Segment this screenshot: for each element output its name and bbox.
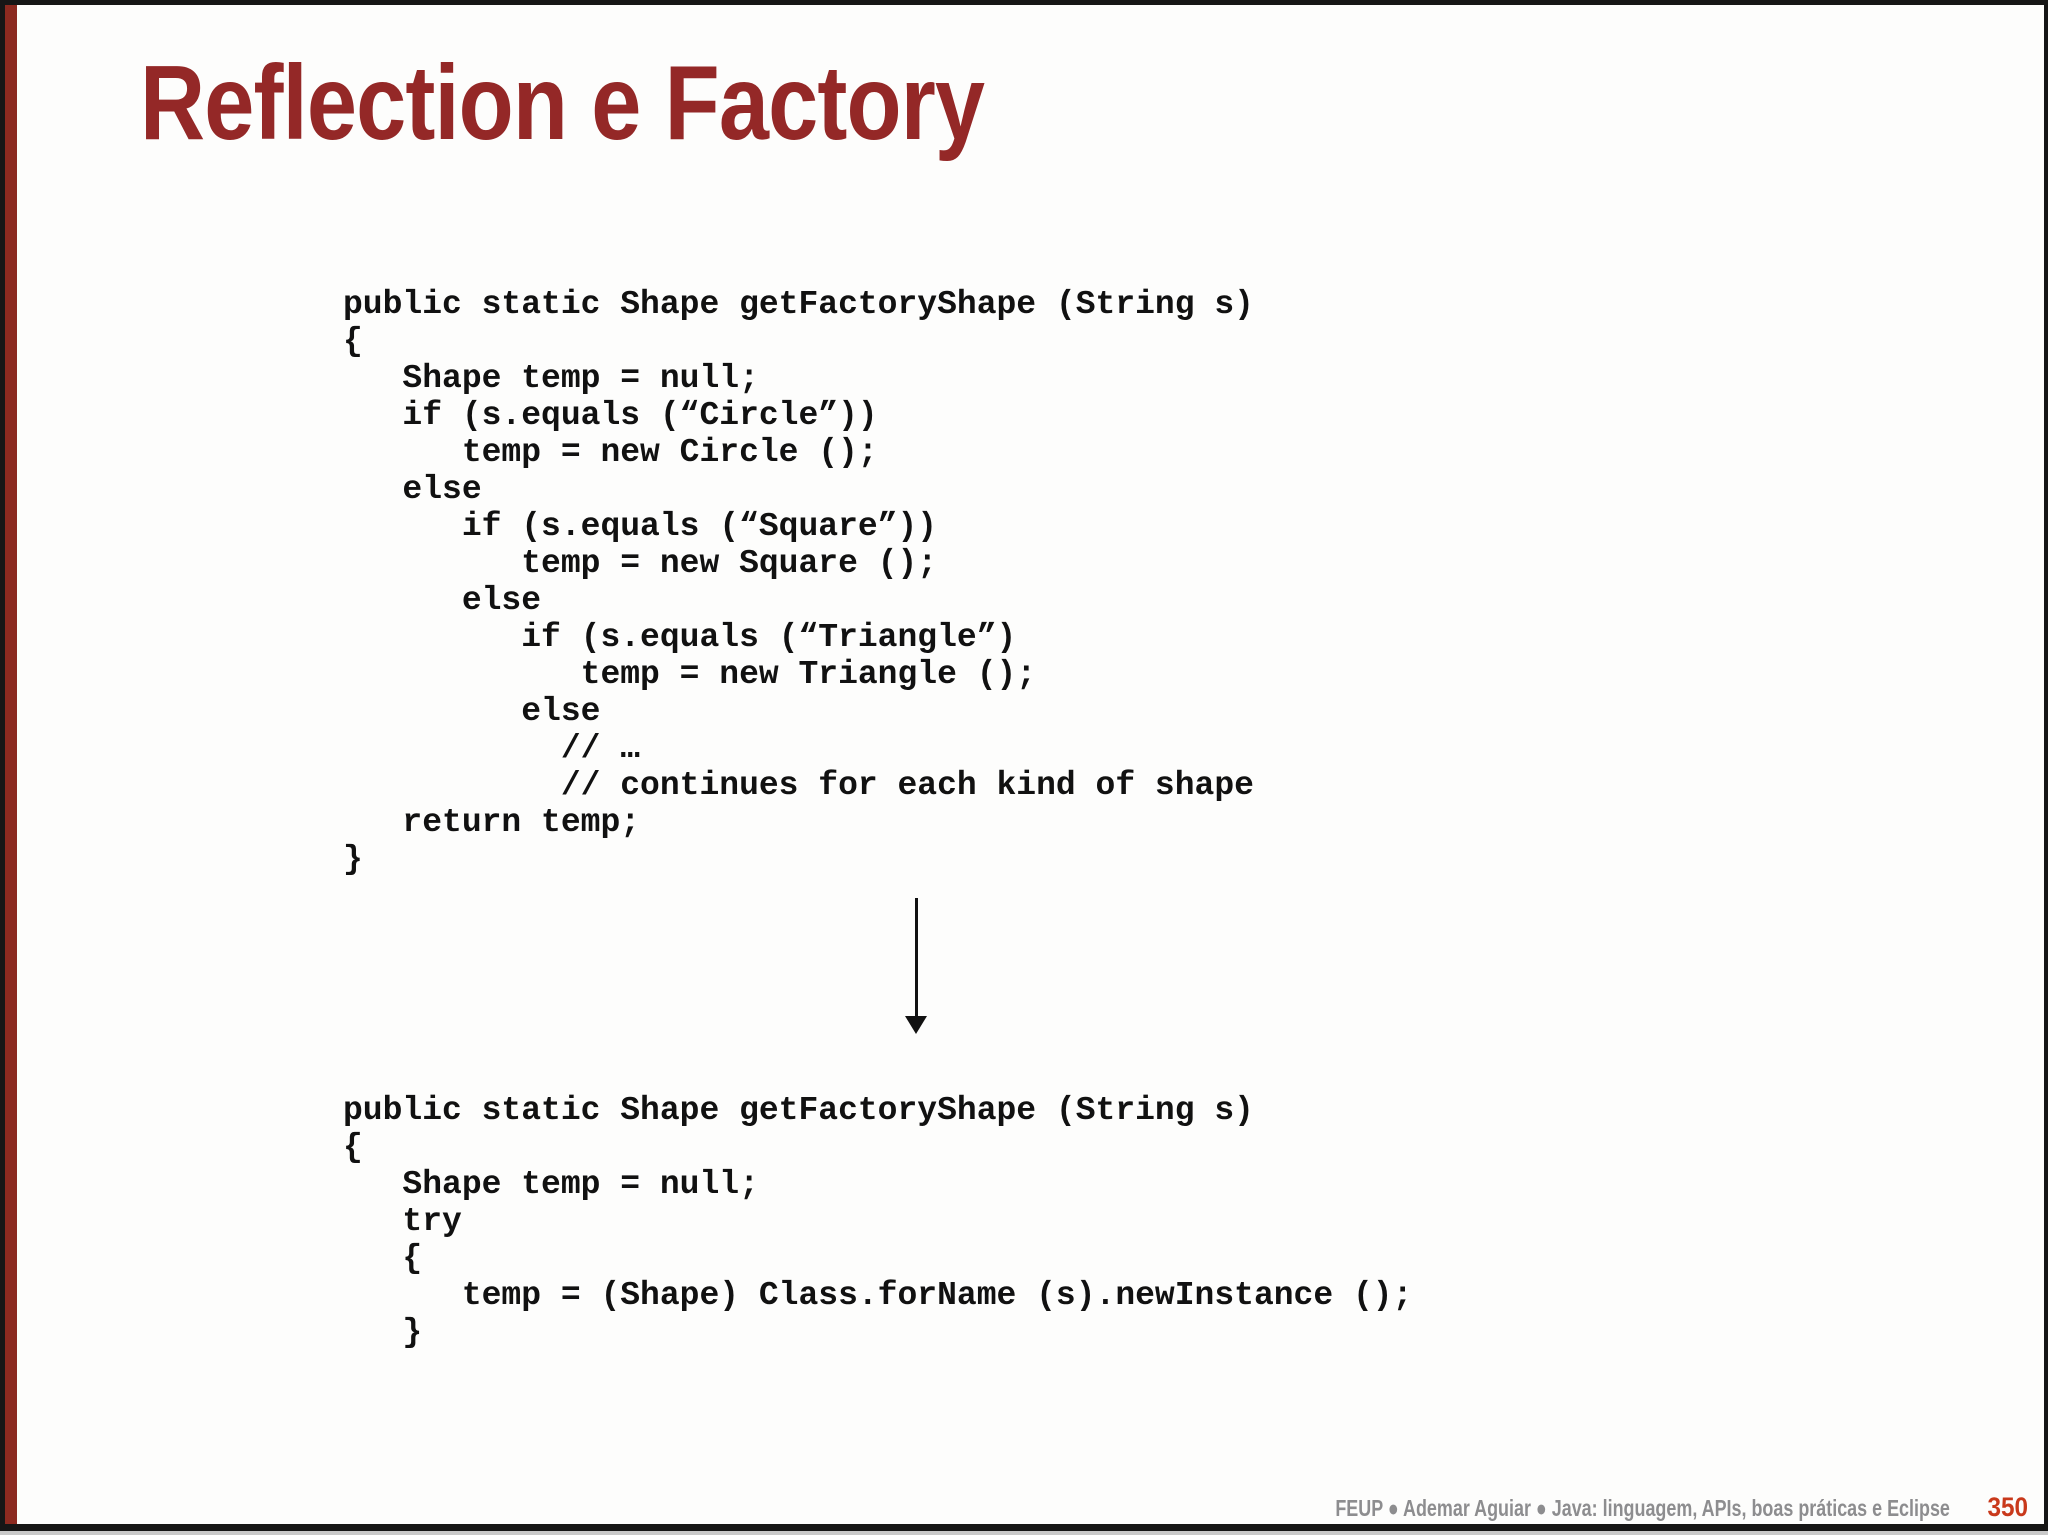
code-block-reflection-factory: public static Shape getFactoryShape (Str…	[343, 1092, 1413, 1351]
accent-bar-left	[5, 5, 17, 1528]
frame-left-black-strip	[0, 0, 5, 1535]
frame-bottom-bar	[0, 1524, 2048, 1531]
frame-top-bar	[0, 0, 2048, 5]
slide-title: Reflection e Factory	[140, 44, 985, 162]
code-block-if-else-factory: public static Shape getFactoryShape (Str…	[343, 286, 1254, 878]
frame-bottom-gray-strip	[0, 1531, 2048, 1535]
frame-right-bar	[2044, 0, 2048, 1535]
down-arrow-head	[905, 1016, 927, 1034]
down-arrow-shaft	[915, 898, 918, 1017]
footer-page-number: 350	[1987, 1492, 2028, 1522]
footer-credits: FEUP ● Ademar Aguiar ● Java: linguagem, …	[1335, 1495, 1950, 1521]
down-arrow-icon	[904, 898, 928, 1034]
